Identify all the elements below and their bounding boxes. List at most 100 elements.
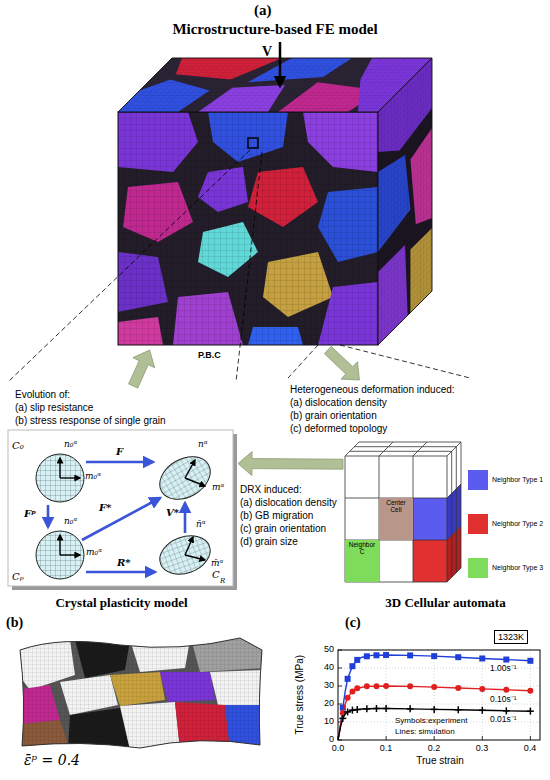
grid-line [434,650,435,740]
fe-cube-part-part [118,58,432,112]
experiment-marker [383,683,389,689]
experiment-marker [506,707,508,714]
experiment-marker [385,705,387,712]
crystal-plasticity-sketch-part [36,454,84,502]
annotation-label: 50 [310,644,334,654]
experiment-marker [479,686,485,692]
zoom-dashes [8,150,470,382]
annotation-label: 0.1 [374,743,398,753]
annotation-label: ε̄ᵖ = 0.4 [24,752,80,768]
crystal-plasticity-sketch-part [152,448,218,508]
fe-cube [118,58,432,345]
experiment-marker [482,707,484,714]
cellular-automata-grid-part-part [447,526,461,540]
tick [338,668,342,669]
experiment-marker [366,705,368,712]
annotation-label: 0.0 [326,743,350,753]
annotation-label: (a) dislocation density [290,397,387,409]
node-text: Microstructure-based FE model [110,21,440,38]
experiment-marker [503,687,509,693]
experiment-marker [356,706,358,713]
annotation-label: n₀ᵅ [64,439,77,449]
cellular-automata-grid-part-part [345,456,447,457]
experiment-marker [409,705,411,712]
annotation-label: nᵅ [198,439,208,449]
center-cell: Center Cell [379,498,413,540]
crystal-plasticity-sketch-part-part [59,458,60,478]
annotation-label: 1.00s⁻¹ [490,664,517,674]
annotation-label: 0.01s⁻¹ [490,715,517,725]
grid-line [482,650,483,740]
experiment-marker [431,653,437,659]
node-text: 3D Cellular automata [343,596,548,611]
annotation-label: P.B.C [198,350,221,360]
experiment-marker [503,657,509,663]
annotation-label: m₀ᵅ [85,471,101,481]
annotation-label: 0.2 [422,743,446,753]
experiment-marker [530,708,532,715]
crystal-plasticity-sketch-part-part [82,498,160,540]
annotation-label: (a) [254,2,272,19]
zoom-dashes-part [288,345,318,378]
tick [482,736,483,740]
legend-text: Neighbor Type 1 [492,476,543,484]
experiment-marker [345,695,351,701]
crystal-plasticity-sketch-part [60,458,205,560]
tick [338,704,342,705]
experiment-marker [352,707,354,714]
tick [530,736,531,740]
tick [386,736,387,740]
crystal-plasticity-sketch-part-part [47,505,50,527]
annotation-label: Symbols:experiment [395,716,467,725]
experiment-marker [345,676,351,682]
legend-swatch [468,470,488,490]
annotation-label: Evolution of: [15,389,70,401]
deformed-mesh [10,630,270,755]
annotation-label: 0.10s⁻¹ [490,695,517,705]
cellular-automata-grid-part-part [461,442,462,568]
annotation-label: (b) GB migration [240,510,313,522]
node-text: Crystal plasticity model [5,596,238,611]
annotation-label: 20 [310,698,334,708]
neighbor-cell: Neighbor C [345,540,379,582]
annotation-label: 10 [310,716,334,726]
annotation-label: m₀ᵅ [86,547,102,557]
annotation-label: n̄ᵅ [196,519,206,529]
crystal-plasticity-sketch [8,430,237,590]
simulation-curve [338,709,530,741]
experiment-marker [364,683,370,689]
deformed-mesh-part [10,630,270,755]
load-arrow [280,42,281,86]
crystal-plasticity-sketch-part-part [59,535,60,555]
zoom-dashes-part [236,152,262,382]
annotation-label: Lines: simulation [395,727,455,736]
experiment-marker [376,705,378,712]
experiment-marker [433,706,435,713]
experiment-marker [527,658,533,664]
cellular-automata-grid-part-part [447,442,461,456]
flow-arrow [324,346,359,380]
annotation-label: (a) slip resistance [15,402,93,414]
annotation-label: Heterogeneous deformation induced: [290,384,455,396]
experiment-marker [455,654,461,660]
annotation-label: C₀ [12,440,24,452]
crystal-plasticity-sketch-part [36,454,84,502]
tick [338,686,342,687]
experiment-marker [373,683,379,689]
crystal-plasticity-sketch-part-part [154,529,215,581]
experiment-marker [354,685,360,691]
annotation-label: F* [99,502,111,514]
crystal-plasticity-sketch-part-part [184,503,187,533]
temperature-box: 1323K [494,630,528,644]
annotation-label: R [220,577,225,585]
crystal-plasticity-sketch-part-part [185,555,205,560]
fe-cube-part-part [378,58,432,345]
fe-cube-part [378,58,432,345]
crystal-plasticity-sketch-part-part [86,571,155,574]
crystal-plasticity-sketch-part-part [154,529,215,581]
legend-text: Neighbor Type 3 [492,564,543,572]
fe-cube-part [248,138,258,148]
experiment-marker [407,652,413,658]
